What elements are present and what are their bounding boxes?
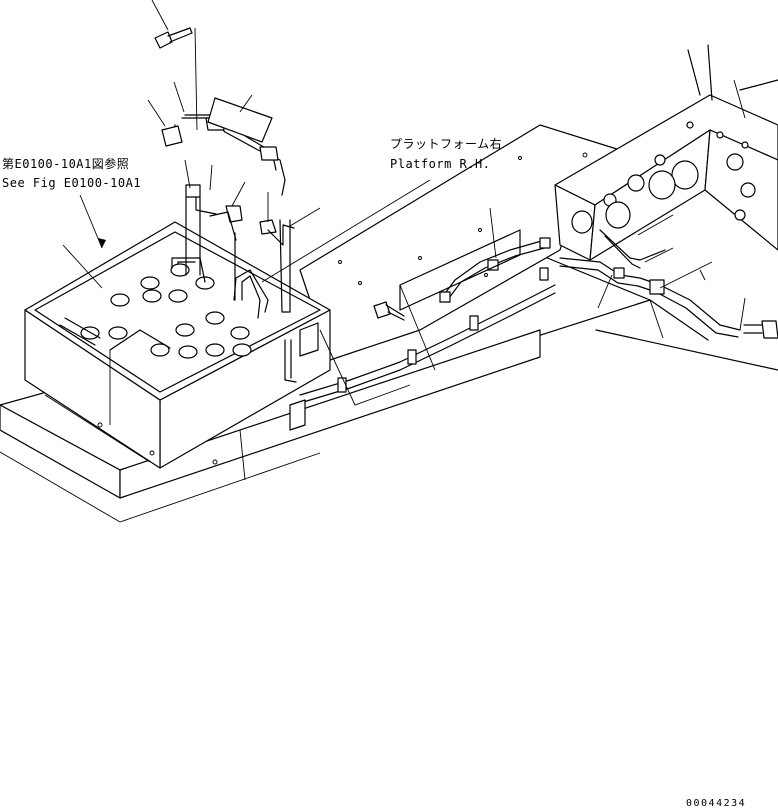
battery-box bbox=[24, 221, 331, 469]
drawing-number: 00044234 bbox=[686, 798, 746, 809]
control-panel bbox=[554, 44, 778, 371]
platform-label-en: Platform R.H. bbox=[390, 157, 490, 171]
battery-cells bbox=[59, 263, 252, 359]
leader-lines bbox=[62, 0, 746, 481]
ref-label-jp: 第E0100-10A1図参照 bbox=[2, 156, 129, 171]
ref-label-en: See Fig E0100-10A1 bbox=[2, 176, 141, 190]
platform-label-jp: プラットフォーム右 bbox=[390, 136, 502, 151]
bolts bbox=[154, 27, 778, 339]
wiring-harness bbox=[289, 237, 556, 431]
